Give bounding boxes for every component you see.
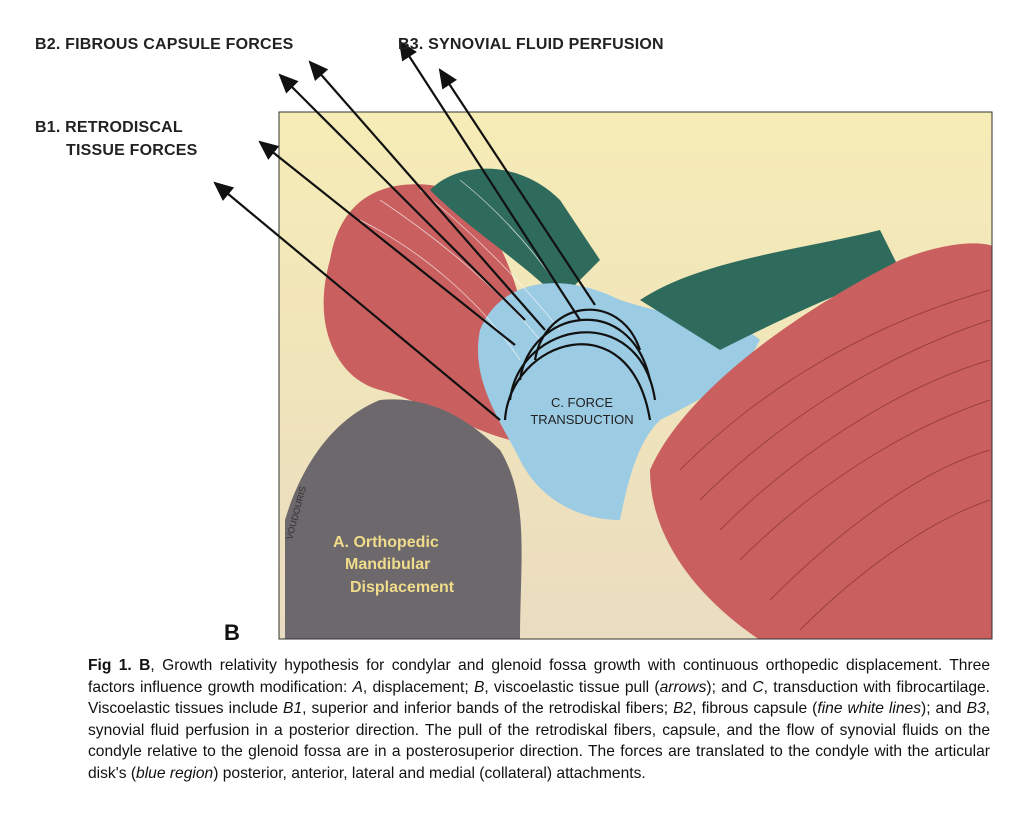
green-band-right xyxy=(640,230,900,350)
label-b1-line2: TISSUE FORCES xyxy=(66,142,198,159)
panel-letter: B xyxy=(224,620,240,645)
green-band-top xyxy=(430,168,600,300)
label-a: A. Orthopedic Mandibular Displacement xyxy=(333,534,455,596)
transduction-arcs xyxy=(503,308,657,421)
label-b3: B3. SYNOVIAL FLUID PERFUSION xyxy=(398,36,664,53)
right-muscle xyxy=(650,243,992,639)
figure-caption: Fig 1. B, Growth relativity hypothesis f… xyxy=(88,657,991,782)
label-c: C. FORCE TRANSDUCTION xyxy=(530,395,633,427)
svg-text:TRANSDUCTION: TRANSDUCTION xyxy=(530,412,633,427)
svg-text:C. FORCE: C. FORCE xyxy=(551,395,613,410)
svg-text:Displacement: Displacement xyxy=(350,579,455,596)
svg-text:A. Orthopedic: A. Orthopedic xyxy=(333,534,439,551)
illustration: VOUDOURIS C. FORCE TRANSDUCTION A. Ortho… xyxy=(213,40,993,640)
left-muscle xyxy=(323,184,520,440)
mandible-bone xyxy=(285,399,522,639)
label-b2: B2. FIBROUS CAPSULE FORCES xyxy=(35,36,294,53)
svg-text:Mandibular: Mandibular xyxy=(345,556,430,573)
force-arrows xyxy=(213,40,596,421)
label-b1-line1: B1. RETRODISCAL xyxy=(35,119,183,136)
